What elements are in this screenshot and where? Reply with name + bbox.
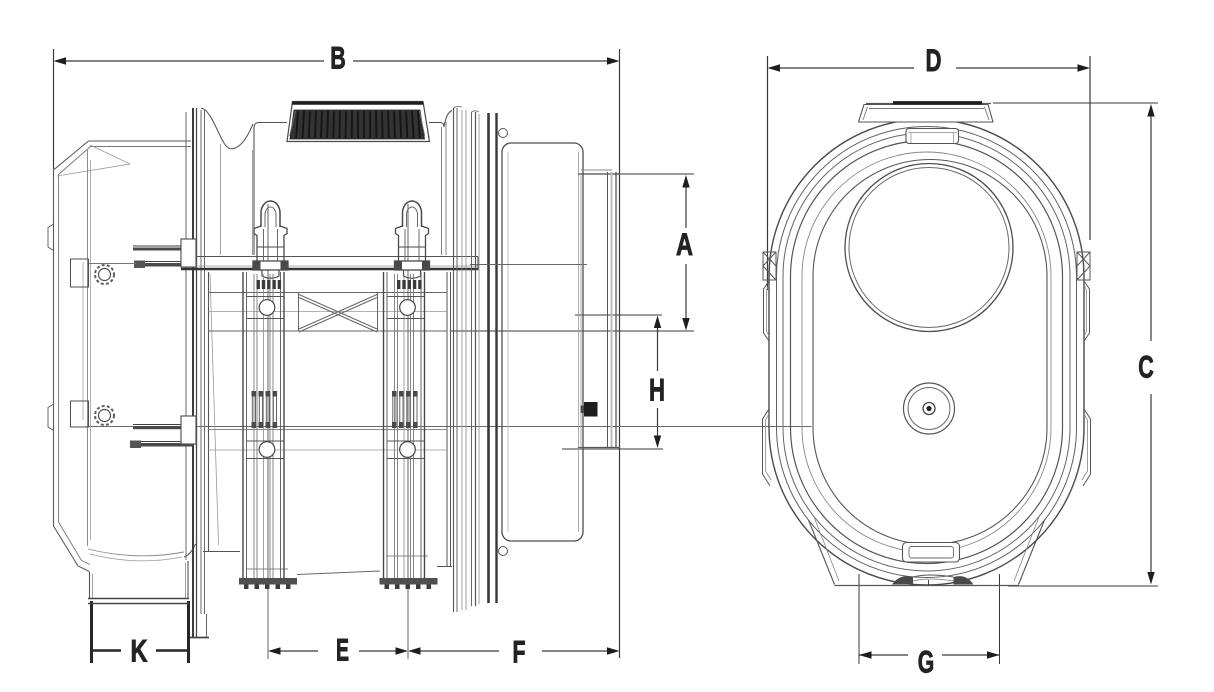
svg-text:A: A	[676, 226, 693, 262]
svg-text:F: F	[513, 634, 526, 670]
svg-text:B: B	[330, 40, 346, 76]
svg-text:H: H	[649, 372, 665, 408]
svg-text:C: C	[1138, 349, 1154, 385]
svg-text:D: D	[926, 42, 942, 78]
svg-text:K: K	[131, 633, 148, 669]
svg-text:G: G	[918, 644, 935, 680]
svg-text:E: E	[336, 632, 349, 668]
